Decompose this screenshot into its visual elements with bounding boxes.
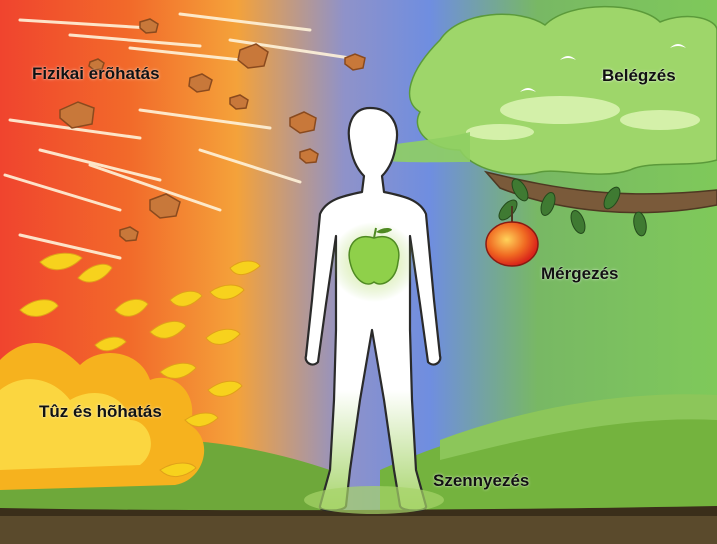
human-figure-icon	[306, 108, 441, 511]
apple-on-branch	[486, 206, 538, 266]
pollution-glow	[304, 486, 444, 514]
label-poisoning: Mérgezés	[541, 264, 618, 284]
debris-trails	[5, 14, 350, 258]
label-fire-and-heat: Tûz és hõhatás	[39, 402, 162, 422]
label-pollution: Szennyezés	[433, 471, 529, 491]
label-inhalation: Belégzés	[602, 66, 676, 86]
label-physical-force: Fizikai erõhatás	[32, 64, 160, 84]
ground	[0, 512, 717, 544]
